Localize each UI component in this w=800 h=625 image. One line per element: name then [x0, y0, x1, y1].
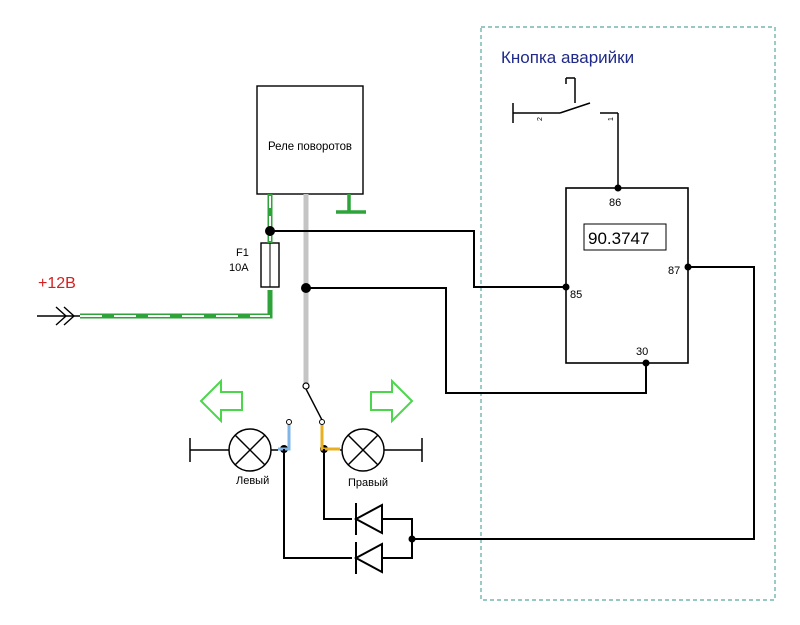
turn-relay-box	[256, 85, 364, 195]
hazard-switch-pin-1: 1	[608, 117, 615, 121]
diode-lower	[353, 542, 383, 574]
turn-relay-label: Реле поворотов	[268, 139, 352, 153]
relay-pin-85: 85	[570, 289, 582, 301]
hazard-switch-pin-2: 2	[537, 117, 544, 121]
hazard-module-boundary	[480, 26, 776, 601]
fuse-rating: 10A	[229, 262, 249, 274]
diode-wires	[283, 449, 413, 559]
relay-pin-87: 87	[668, 265, 680, 277]
diagram-title: Кнопка аварийки	[501, 48, 634, 67]
relay-pin-30: 30	[636, 346, 648, 358]
supply-wire-outline	[80, 290, 273, 319]
right-arrow-icon	[370, 378, 414, 424]
supply-connector-icon	[37, 306, 80, 326]
left-lamp-wire	[278, 425, 291, 451]
right-lamp	[340, 428, 423, 472]
right-lamp-wire	[320, 425, 340, 451]
fuse-name: F1	[236, 247, 249, 259]
relay-box	[565, 187, 689, 364]
left-arrow-icon	[199, 378, 243, 424]
turn-switch	[286, 382, 325, 425]
supply-label: +12В	[38, 275, 76, 292]
relay-part-number-frame	[583, 223, 667, 251]
control-wires	[270, 230, 755, 540]
ground-symbol	[336, 194, 366, 214]
relay-part-number: 90.3747	[588, 229, 649, 248]
left-lamp-label: Левый	[236, 475, 269, 487]
left-lamp	[189, 428, 278, 472]
right-lamp-label: Правый	[348, 477, 388, 489]
hazard-switch	[512, 77, 619, 188]
relay-pin-86: 86	[609, 197, 621, 209]
diode-upper	[353, 503, 383, 535]
